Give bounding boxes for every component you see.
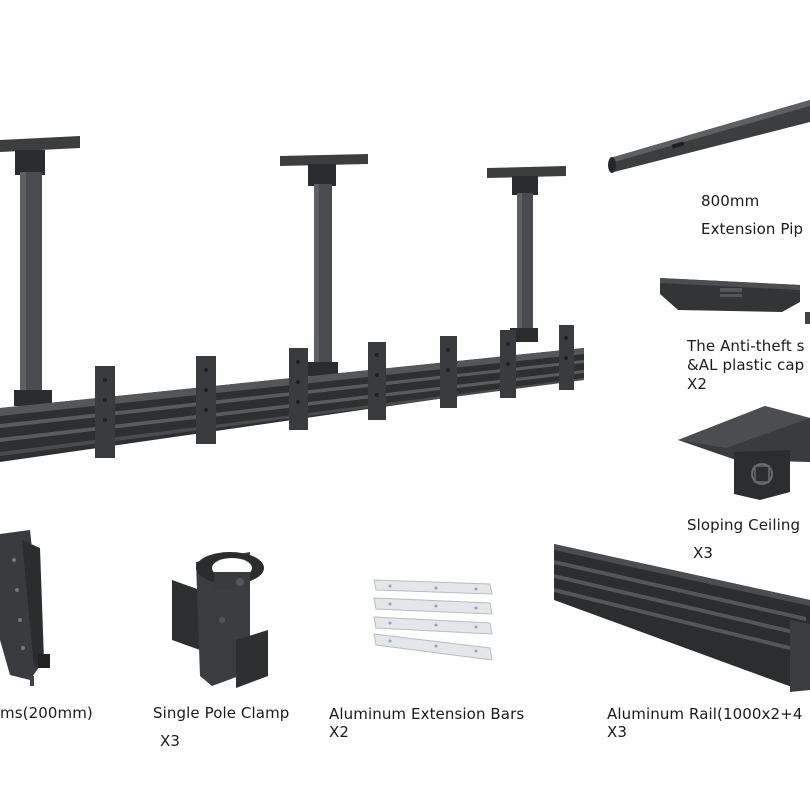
aluminum-extension-bars-image [373,579,493,661]
antitheft-label-line2: &AL plastic cap [687,356,805,374]
antitheft-label-line1: The Anti-theft s [687,337,805,355]
sloping-ceiling-qty-label: X3 [693,544,714,562]
ceiling-pole-3 [487,166,566,342]
ceiling-mount-assembly [0,136,584,462]
anti-theft-plate-image [660,278,810,324]
sloping-ceiling-bracket-image [678,406,810,500]
ceiling-pole-2 [280,154,368,376]
pole-clamp-label: Single Pole Clamp [153,704,290,722]
aluminum-rail-qty-label: X3 [607,723,628,741]
extension-pipe-image [608,100,810,173]
antitheft-qty-label: X2 [687,375,708,393]
aluminum-rail-label: Aluminum Rail(1000x2+4 [607,705,803,723]
arm-image [0,530,50,686]
pole-clamp-qty-label: X3 [160,732,181,750]
single-pole-clamp-image [172,552,268,688]
aluminum-rail-image [554,544,810,692]
ceiling-pole-1 [0,136,80,406]
pipe-name-label: Extension Pip [701,220,804,238]
extension-bars-qty-label: X2 [329,723,350,741]
extension-bars-label: Aluminum Extension Bars [329,705,525,723]
pipe-size-label: 800mm [701,192,760,210]
sloping-ceiling-label: Sloping Ceiling [687,516,801,534]
arms-label: ms(200mm) [0,704,93,722]
vertical-brackets [95,325,574,458]
